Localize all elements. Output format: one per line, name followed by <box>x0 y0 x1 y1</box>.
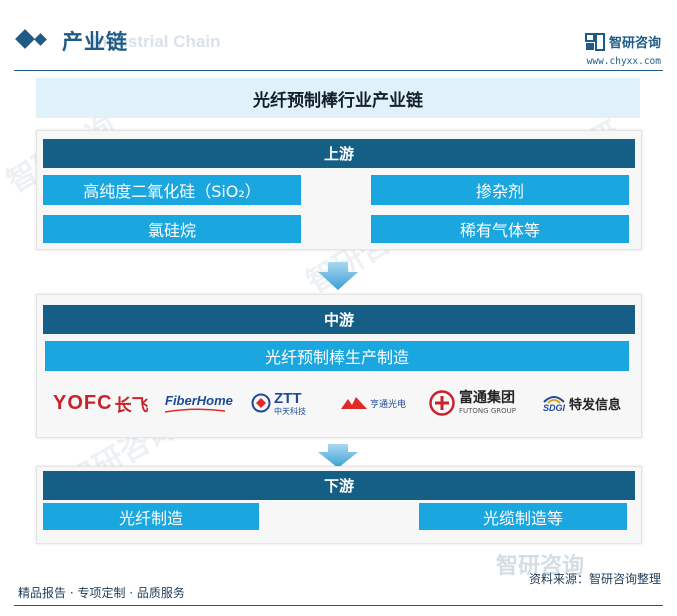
downstream-heading: 下游 <box>43 471 635 500</box>
yofc-logo-sub: 长飞 <box>114 395 149 416</box>
upstream-item: 高纯度二氧化硅（SiO₂） <box>43 175 301 205</box>
header-divider <box>14 70 663 71</box>
footer-slogan: 精品报告 · 专项定制 · 品质服务 <box>18 586 185 600</box>
chain-title: 光纤预制棒行业产业链 <box>36 78 640 118</box>
futong-logo: 富通集团 FUTONG GROUP <box>429 385 516 421</box>
upstream-item: 氯硅烷 <box>43 215 301 243</box>
fiberhome-swoosh-icon <box>165 408 225 413</box>
hengtong-logo: 亨通光电 <box>341 385 406 421</box>
midstream-panel: 中游 光纤预制棒生产制造 YOFC 长飞 FiberHome ZTT 中天科技 <box>36 294 642 438</box>
brand: 智研咨询 <box>584 32 661 51</box>
midstream-item: 光纤预制棒生产制造 <box>45 341 629 371</box>
hengtong-emblem-icon <box>341 397 367 409</box>
company-logos: YOFC 长飞 FiberHome ZTT 中天科技 亨通光电 <box>37 385 641 421</box>
sdgi-logo-text: SDGI <box>543 402 566 413</box>
ztt-logo-sub: 中天科技 <box>274 406 306 416</box>
down-arrow-icon <box>318 262 358 290</box>
header-watermark: Industrial Chain <box>92 32 221 51</box>
futong-logo-sub: FUTONG GROUP <box>459 407 516 415</box>
sdgi-logo-sub: 特发信息 <box>569 397 622 413</box>
upstream-panel: 上游 高纯度二氧化硅（SiO₂） 掺杂剂 氯硅烷 稀有气体等 <box>36 130 642 250</box>
futong-emblem-icon <box>429 390 455 416</box>
footer-divider <box>14 605 663 606</box>
page-title: 产业链 <box>62 30 128 54</box>
futong-logo-text: 富通集团 <box>459 390 515 406</box>
ztt-emblem-icon <box>251 393 271 413</box>
fiberhome-logo-text: FiberHome <box>165 393 233 408</box>
downstream-item: 光缆制造等 <box>419 503 627 530</box>
yofc-logo-text: YOFC <box>53 391 113 414</box>
sdgi-logo: SDGI 特发信息 <box>543 385 621 421</box>
midstream-heading: 中游 <box>43 305 635 334</box>
brand-name: 智研咨询 <box>608 36 661 51</box>
sdgi-emblem-icon <box>543 395 565 404</box>
footer-source: 资料来源：智研咨询整理 <box>528 572 661 586</box>
downstream-item: 光纤制造 <box>43 503 259 530</box>
ztt-logo: ZTT 中天科技 <box>251 385 306 421</box>
fiberhome-logo: FiberHome <box>165 385 233 421</box>
yofc-logo: YOFC 长飞 <box>53 385 149 421</box>
hengtong-logo-sub: 亨通光电 <box>370 399 407 410</box>
brand-logo-icon <box>584 32 605 51</box>
brand-url: www.chyxx.com <box>586 56 661 67</box>
downstream-panel: 下游 光纤制造 光缆制造等 <box>36 466 642 544</box>
upstream-item: 稀有气体等 <box>371 215 629 243</box>
upstream-item: 掺杂剂 <box>371 175 629 205</box>
ztt-logo-text: ZTT <box>274 389 302 407</box>
upstream-heading: 上游 <box>43 139 635 168</box>
down-arrow-icon <box>318 444 358 468</box>
